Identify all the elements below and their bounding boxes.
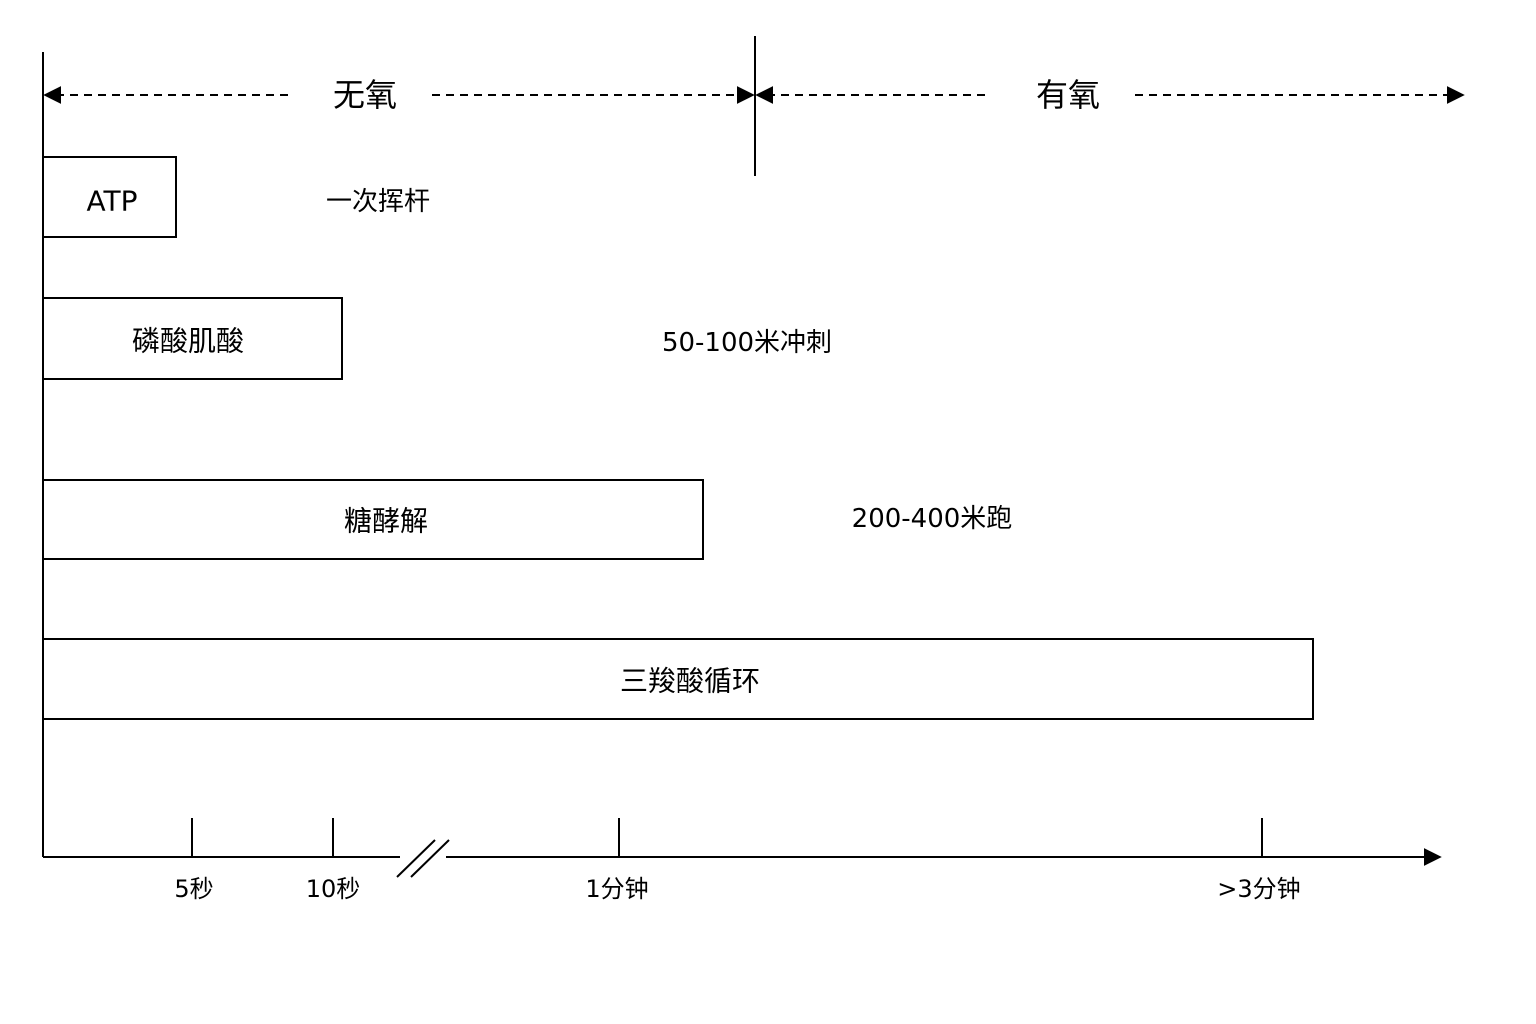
tca-cycle-label: 三羧酸循环 [620, 665, 760, 698]
swing-example: 一次挥杆 [326, 187, 430, 217]
phosphocreatine-label: 磷酸肌酸 [132, 325, 244, 358]
tca-cycle-bar: 三羧酸循环 [42, 638, 1314, 720]
tick-label-5s: 5秒 [174, 875, 213, 903]
atp-label: ATP [87, 185, 138, 218]
atp-bar: ATP [42, 156, 177, 238]
anaerobic-label: 无氧 [333, 76, 397, 114]
tick-label-1min: 1分钟 [585, 875, 648, 903]
run-example: 200-400米跑 [852, 504, 1013, 534]
aerobic-label: 有氧 [1036, 76, 1100, 114]
tick-label-3min: >3分钟 [1217, 875, 1300, 903]
glycolysis-bar: 糖酵解 [42, 479, 704, 560]
phosphocreatine-bar: 磷酸肌酸 [42, 297, 343, 380]
tick-label-10s: 10秒 [306, 875, 361, 903]
sprint-example: 50-100米冲刺 [662, 328, 832, 358]
axis-break [396, 839, 450, 878]
glycolysis-label: 糖酵解 [344, 505, 428, 538]
